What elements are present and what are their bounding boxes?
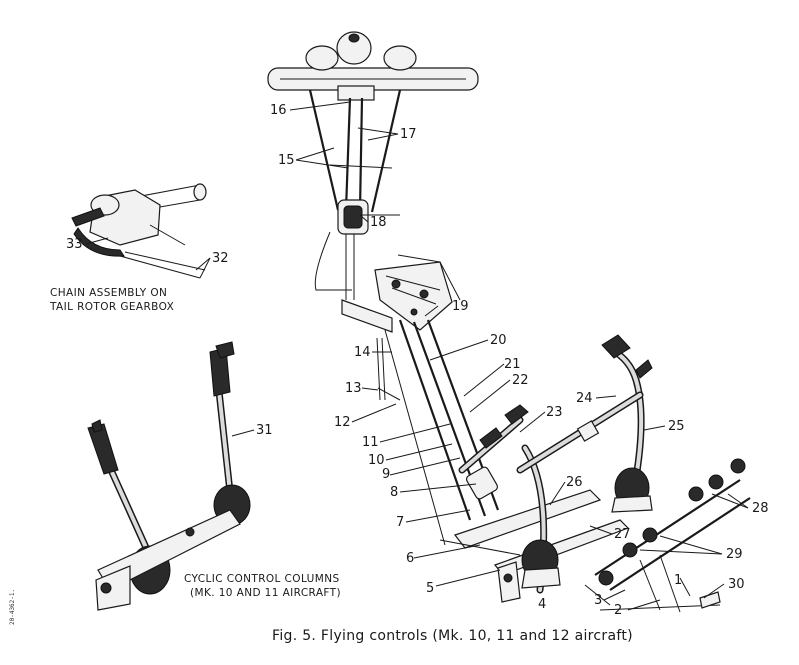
- callout-32: 32: [212, 251, 229, 266]
- callout-8: 8: [390, 485, 398, 500]
- callout-27: 27: [614, 527, 631, 542]
- callout-12: 12: [334, 415, 351, 430]
- cyclic-caption-line-2: (MK. 10 AND 11 AIRCRAFT): [190, 587, 341, 599]
- callout-10: 10: [368, 453, 385, 468]
- mixing-unit: [341, 254, 461, 333]
- leader-lines: [85, 101, 749, 611]
- callout-28: 28: [752, 501, 769, 516]
- callout-31: 31: [256, 423, 273, 438]
- cyclic-stick-copilot: [521, 444, 561, 594]
- callout-16: 16: [270, 103, 287, 118]
- collective-lever: [458, 404, 529, 500]
- lateral-torque-tube: [516, 391, 644, 474]
- callout-6: 6: [406, 551, 414, 566]
- pedal-box-left: [497, 561, 521, 603]
- figure-caption: Fig. 5. Flying controls (Mk. 10, 11 and …: [272, 628, 633, 644]
- callout-5: 5: [426, 581, 434, 596]
- callout-23: 23: [546, 405, 563, 420]
- callout-25: 25: [668, 419, 685, 434]
- callout-19: 19: [452, 299, 469, 314]
- callout-24: 24: [576, 391, 593, 406]
- callout-labels: 1 2 3 4 5 6 7 8 9 10 11 12 13 14 15 16 1…: [66, 103, 769, 618]
- servo-unit: [314, 199, 400, 300]
- callout-33: 33: [66, 237, 83, 252]
- callout-11: 11: [362, 435, 379, 450]
- callout-3: 3: [594, 593, 602, 608]
- callout-18: 18: [370, 215, 387, 230]
- cyclic-columns-inset: [87, 341, 251, 611]
- push-rods: [308, 89, 402, 213]
- rotor-head-assembly: [267, 31, 479, 101]
- callout-2: 2: [614, 603, 622, 618]
- callout-29: 29: [726, 547, 743, 562]
- linkage-rods: [376, 319, 500, 546]
- callout-15: 15: [278, 153, 295, 168]
- callout-4: 4: [538, 597, 546, 612]
- chain-caption-line-2: TAIL ROTOR GEARBOX: [49, 301, 174, 313]
- callout-30: 30: [728, 577, 745, 592]
- callout-20: 20: [490, 333, 507, 348]
- callout-22: 22: [512, 373, 529, 388]
- chain-assembly-inset: [71, 183, 207, 279]
- callout-1: 1: [674, 573, 682, 588]
- cyclic-caption-line-1: CYCLIC CONTROL COLUMNS: [184, 573, 340, 585]
- callout-21: 21: [504, 357, 521, 372]
- cyclic-stick-pilot: [601, 334, 653, 513]
- side-reference-number: 20-4362-1.: [9, 589, 16, 625]
- chain-caption-line-1: CHAIN ASSEMBLY ON: [50, 287, 167, 299]
- callout-13: 13: [345, 381, 362, 396]
- callout-17: 17: [400, 127, 417, 142]
- callout-26: 26: [566, 475, 583, 490]
- callout-7: 7: [396, 515, 404, 530]
- callout-9: 9: [382, 467, 390, 482]
- callout-14: 14: [354, 345, 371, 360]
